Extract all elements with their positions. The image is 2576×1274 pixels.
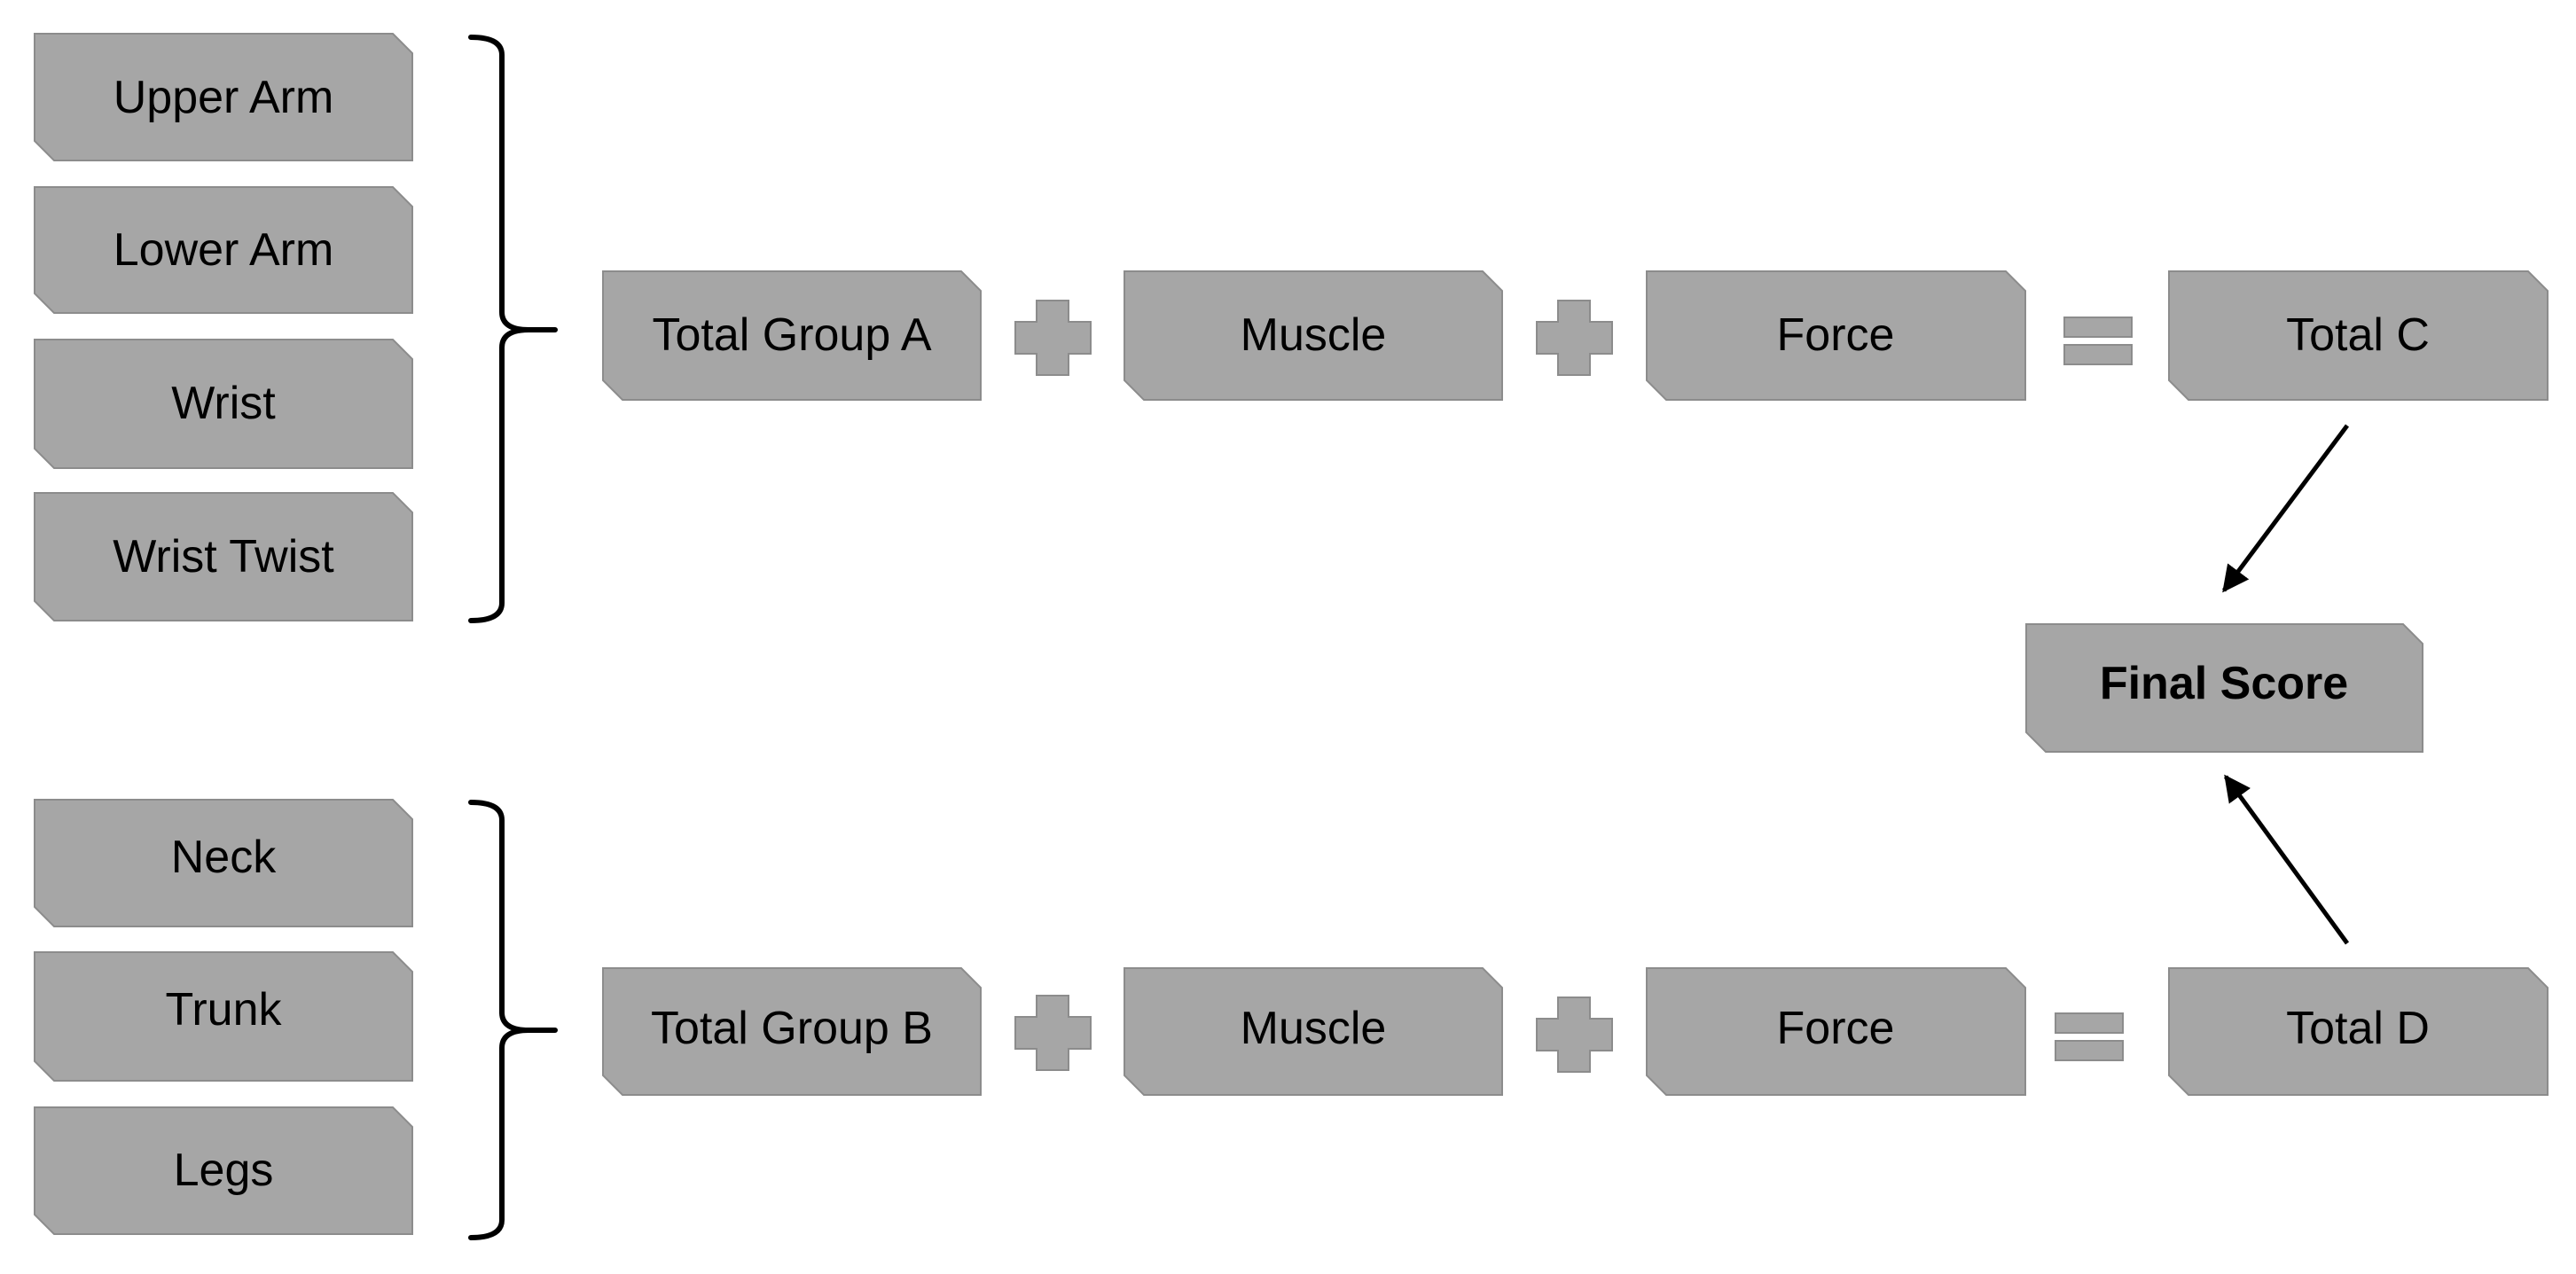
group-b-force-box: Force <box>1646 967 2026 1096</box>
group-b-item-label: Neck <box>171 832 277 883</box>
final-score-label: Final Score <box>2100 658 2348 709</box>
group-b-item-legs: Legs <box>34 1106 413 1235</box>
group-a-brace <box>468 35 558 623</box>
total-c-label: Total C <box>2286 309 2430 361</box>
group-b-muscle-box: Muscle <box>1124 967 1503 1096</box>
group-b-item-neck: Neck <box>34 799 413 927</box>
total-group-a-label: Total Group A <box>652 309 931 361</box>
total-group-a-box: Total Group A <box>602 270 982 401</box>
group-a-item-wrist: Wrist <box>34 339 413 469</box>
plus-icon <box>1014 995 1092 1071</box>
group-b-muscle-label: Muscle <box>1241 1003 1387 1054</box>
group-a-item-lower-arm: Lower Arm <box>34 186 413 314</box>
plus-icon <box>1014 300 1092 376</box>
group-b-item-trunk: Trunk <box>34 951 413 1082</box>
total-c-box: Total C <box>2168 270 2549 401</box>
group-a-force-label: Force <box>1777 309 1895 361</box>
arrow-total-d-to-final <box>2223 774 2350 945</box>
group-b-brace <box>468 800 558 1240</box>
total-group-b-box: Total Group B <box>602 967 982 1096</box>
group-a-item-label: Wrist <box>171 378 276 429</box>
group-a-muscle-box: Muscle <box>1124 270 1503 401</box>
plus-icon <box>1536 300 1613 376</box>
group-b-item-label: Legs <box>174 1145 274 1196</box>
arrow-total-c-to-final <box>2221 424 2350 593</box>
equals-icon <box>2063 317 2133 365</box>
group-a-force-box: Force <box>1646 270 2026 401</box>
group-b-item-label: Trunk <box>166 984 283 1036</box>
group-a-item-label: Wrist Twist <box>113 531 334 582</box>
total-group-b-label: Total Group B <box>651 1003 933 1054</box>
plus-icon <box>1536 997 1613 1073</box>
group-a-muscle-label: Muscle <box>1241 309 1387 361</box>
group-b-force-label: Force <box>1777 1003 1895 1054</box>
total-d-box: Total D <box>2168 967 2549 1096</box>
group-a-item-wrist-twist: Wrist Twist <box>34 492 413 621</box>
final-score-box: Final Score <box>2025 623 2423 753</box>
group-a-item-label: Upper Arm <box>114 72 334 123</box>
group-a-item-label: Lower Arm <box>114 224 334 276</box>
total-d-label: Total D <box>2286 1003 2430 1054</box>
equals-icon <box>2055 1012 2124 1061</box>
group-a-item-upper-arm: Upper Arm <box>34 33 413 161</box>
